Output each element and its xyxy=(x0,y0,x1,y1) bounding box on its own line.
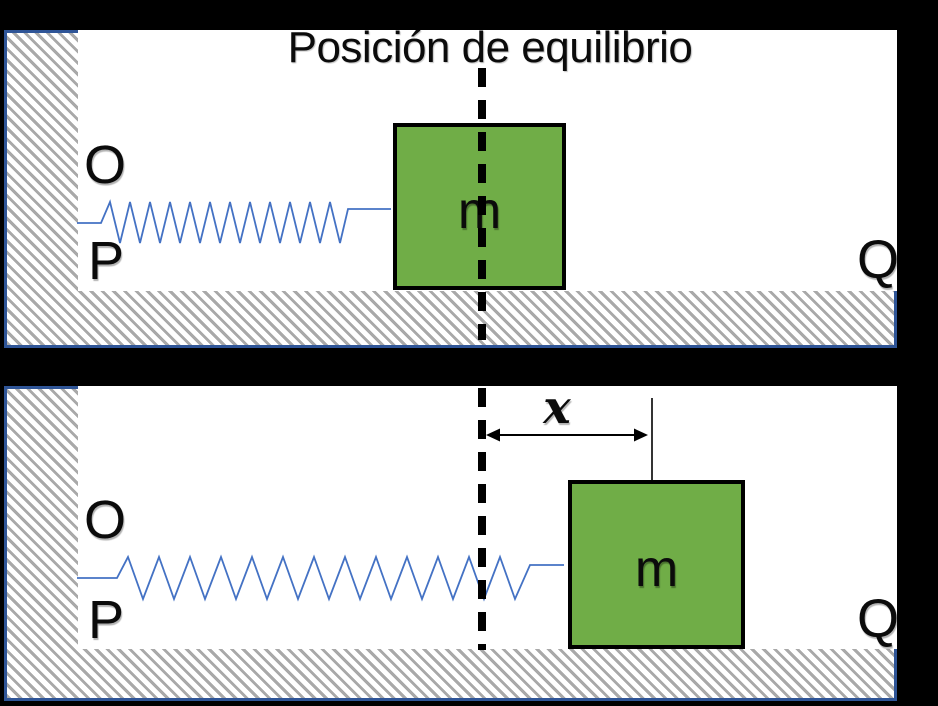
equilibrium-dashed-line xyxy=(478,68,486,340)
arrowhead-right-icon xyxy=(634,428,648,442)
point-q-label: Q xyxy=(857,589,897,649)
spring-zigzag-stretched xyxy=(77,554,564,602)
wall-hatched xyxy=(7,386,78,698)
lower-panel-displaced: m x O P Q xyxy=(4,386,897,701)
ground-hatched xyxy=(7,649,897,698)
spring-graphic xyxy=(77,199,391,244)
point-p-label: P xyxy=(88,590,125,650)
spring-zigzag xyxy=(77,199,391,244)
ground-hatched xyxy=(7,291,897,345)
point-o-label: O xyxy=(84,490,127,550)
arrowhead-left-icon xyxy=(486,428,500,442)
spring-and-arrow-graphic xyxy=(77,398,653,602)
mass-block: m xyxy=(568,480,745,649)
panel-title: Posición de equilibrio xyxy=(287,30,693,72)
point-p-label: P xyxy=(88,231,125,291)
displacement-x-label: x xyxy=(543,386,571,434)
point-q-label: Q xyxy=(857,230,897,290)
upper-panel-equilibrium: Posición de equilibrio m O P Q xyxy=(4,30,897,348)
mass-label: m xyxy=(634,539,679,598)
point-o-label: O xyxy=(84,135,127,195)
equilibrium-dashed-line xyxy=(478,388,486,650)
